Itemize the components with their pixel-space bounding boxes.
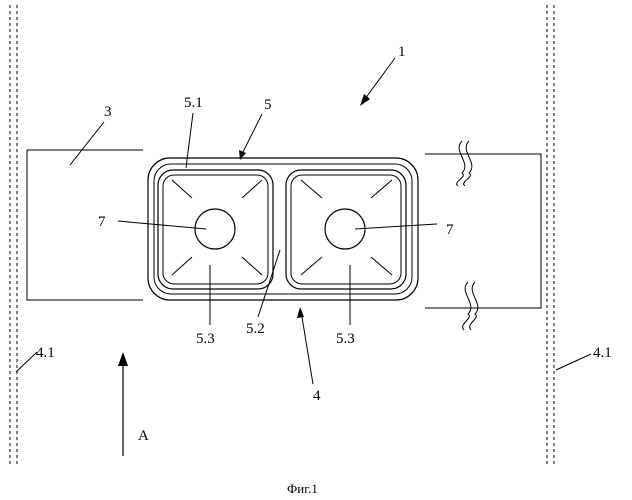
direction-arrow-a — [118, 352, 128, 456]
label-5-3-left: 5.3 — [196, 331, 215, 347]
package-outline — [148, 158, 418, 300]
label-5-1: 5.1 — [184, 95, 203, 111]
right-boundary-dashed — [547, 5, 554, 465]
label-5-2: 5.2 — [246, 321, 265, 337]
label-7-left: 7 — [98, 214, 106, 230]
label-3: 3 — [104, 104, 112, 120]
compartment-left — [158, 170, 273, 289]
label-4-1-right: 4.1 — [593, 345, 612, 361]
label-7-right: 7 — [446, 222, 454, 238]
figure-caption: Фиг.1 — [287, 481, 318, 496]
break-symbol-bottom — [463, 282, 478, 330]
label-a: A — [138, 428, 149, 444]
break-symbol-top — [457, 141, 472, 186]
strip-right — [425, 154, 541, 308]
label-4: 4 — [313, 388, 321, 404]
label-4-1-left: 4.1 — [36, 345, 55, 361]
strip-left — [27, 150, 143, 300]
compartment-right — [286, 170, 406, 289]
label-5-3-right: 5.3 — [336, 331, 355, 347]
label-5: 5 — [264, 97, 272, 113]
label-1: 1 — [398, 44, 406, 60]
left-boundary-dashed — [10, 5, 17, 465]
